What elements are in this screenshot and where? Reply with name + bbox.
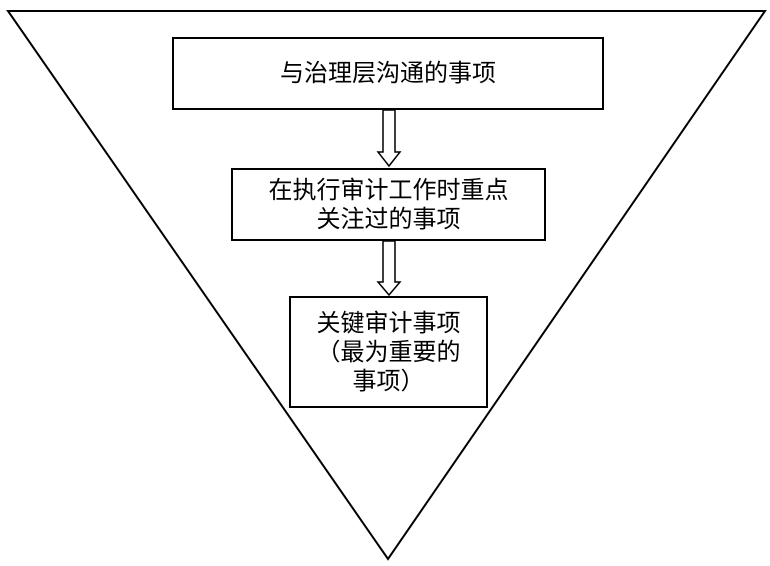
box-bottom-line-2: （最为重要的	[316, 337, 461, 366]
box-focus-matters: 在执行审计工作时重点 关注过的事项	[231, 168, 546, 241]
arrow-down-2	[376, 240, 402, 297]
box-middle-line-1: 在执行审计工作时重点	[268, 175, 509, 204]
box-key-audit-matters: 关键审计事项 （最为重要的 事项）	[289, 296, 488, 408]
box-communication-with-governance: 与治理层沟通的事项	[172, 37, 604, 110]
arrow-down-1	[376, 109, 402, 168]
box-top-line-1: 与治理层沟通的事项	[280, 59, 496, 87]
box-bottom-line-3: 事项）	[352, 366, 425, 395]
box-middle-line-2: 关注过的事项	[316, 204, 461, 233]
box-bottom-line-1: 关键审计事项	[316, 308, 461, 337]
